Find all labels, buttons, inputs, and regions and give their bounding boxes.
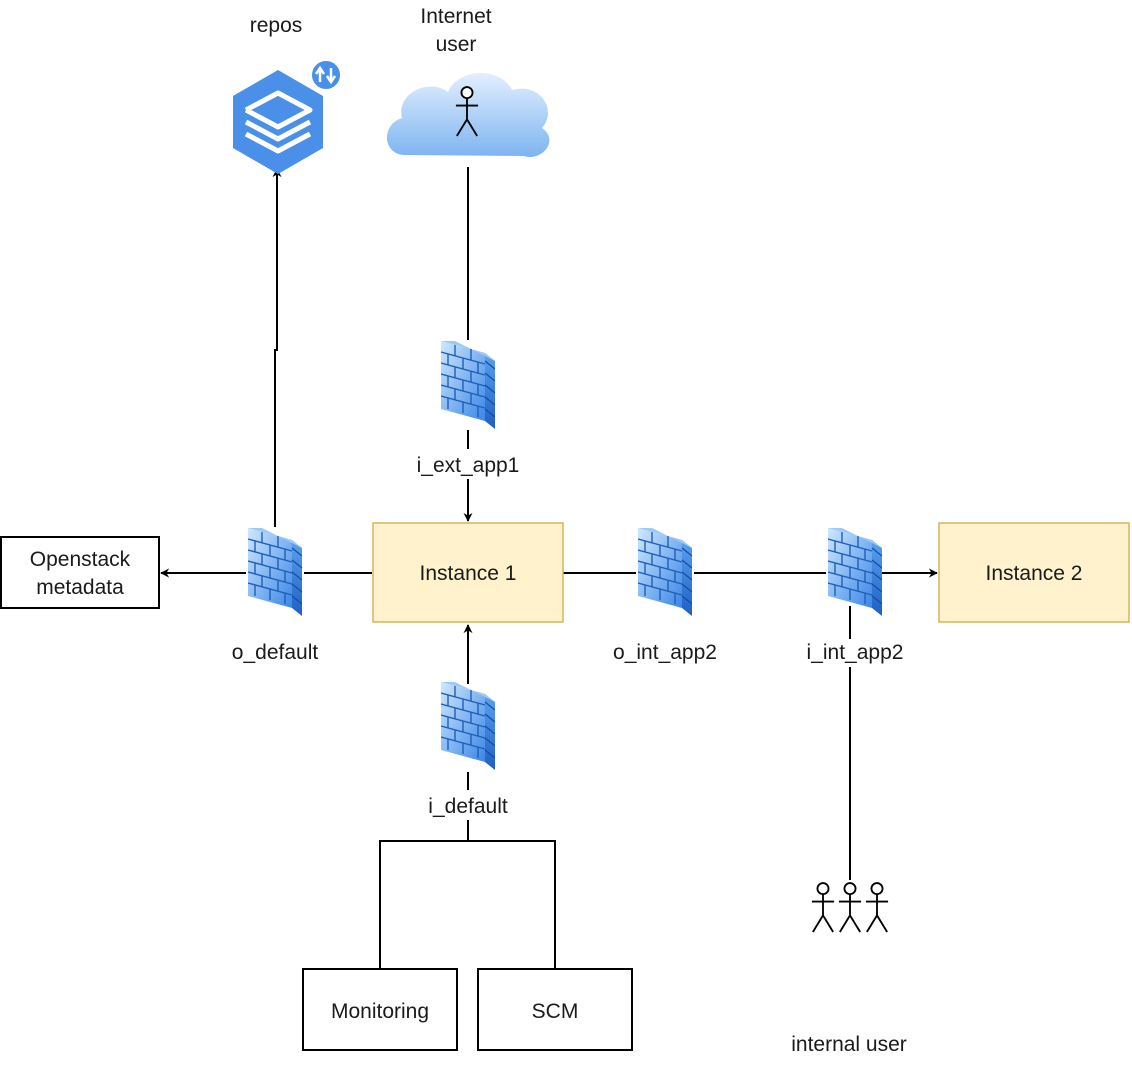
firewall-label: i_int_app2 <box>807 641 904 664</box>
scm-box <box>477 968 633 1051</box>
firewall-o-int-app2[interactable]: o_int_app2 <box>613 526 717 664</box>
repos-node[interactable]: repos <box>233 14 342 174</box>
monitoring-box <box>302 968 458 1051</box>
edge-odefault-to-repos <box>272 168 282 527</box>
instance-2-node[interactable]: Instance 2 <box>938 522 1130 623</box>
firewall-label: o_default <box>232 641 319 664</box>
firewall-label: o_int_app2 <box>613 641 717 664</box>
firewall-label: i_default <box>428 795 508 818</box>
connectors <box>160 167 938 968</box>
repos-label: repos <box>250 14 303 37</box>
openstack-metadata-box <box>0 536 160 609</box>
internet-user-label-line1: Internet <box>420 5 491 28</box>
openstack-metadata-label-line2: metadata <box>36 576 124 599</box>
internal-user-node[interactable]: internal user <box>791 882 907 1056</box>
firewall-icon <box>248 528 302 616</box>
openstack-metadata-label-line1: Openstack <box>30 548 131 571</box>
instance-2-label: Instance 2 <box>986 562 1083 585</box>
firewall-i-ext-app1[interactable]: i_ext_app1 <box>417 339 520 477</box>
repository-sync-icon <box>233 59 342 174</box>
firewall-label: i_ext_app1 <box>417 454 520 477</box>
openstack-metadata-node[interactable]: Openstack metadata <box>0 536 160 609</box>
firewall-i-int-app2[interactable]: i_int_app2 <box>807 526 904 664</box>
firewall-icon <box>441 682 495 770</box>
monitoring-label: Monitoring <box>331 1000 429 1023</box>
internet-user-node[interactable]: Internet user <box>386 5 550 158</box>
internal-user-label: internal user <box>791 1033 907 1056</box>
instance-1-node[interactable]: Instance 1 <box>372 522 564 623</box>
user-group-icon <box>811 882 889 933</box>
firewall-i-default[interactable]: i_default <box>428 680 508 818</box>
firewall-icon <box>828 528 882 616</box>
instance-1-box <box>372 522 564 623</box>
scm-label: SCM <box>532 1000 579 1023</box>
internet-user-label-line2: user <box>436 33 477 56</box>
cloud-user-icon <box>386 72 550 158</box>
edge-tree-branch <box>379 840 556 968</box>
firewall-icon <box>638 528 692 616</box>
instance-1-label: Instance 1 <box>420 562 517 585</box>
scm-node[interactable]: SCM <box>477 968 633 1051</box>
monitoring-node[interactable]: Monitoring <box>302 968 458 1051</box>
firewall-icon <box>441 341 495 429</box>
firewall-o-default[interactable]: o_default <box>232 526 319 664</box>
instance-2-box <box>938 522 1130 623</box>
